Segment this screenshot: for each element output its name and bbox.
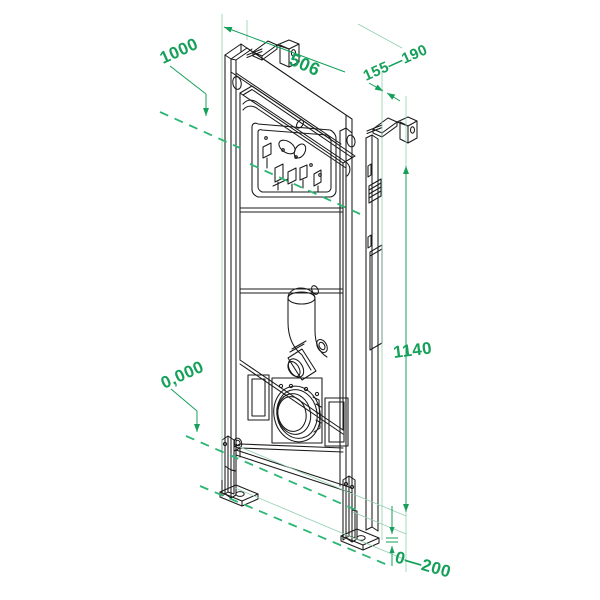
drawing-body bbox=[219, 39, 418, 551]
dimension-label-1140: 1140 bbox=[392, 338, 433, 362]
dimension-label-1000: 1000 bbox=[157, 34, 201, 68]
dimension-label-0-000: 0,000 bbox=[158, 357, 207, 393]
top-wall-bracket-right bbox=[366, 116, 418, 144]
frame-outer-structure bbox=[224, 43, 383, 532]
dimension-1000 bbox=[169, 65, 209, 116]
dimension-506 bbox=[223, 26, 346, 73]
lower-frame-panel bbox=[233, 359, 349, 453]
wc-outlet-connector bbox=[273, 385, 322, 443]
flush-pipe bbox=[287, 285, 328, 381]
datum-line bbox=[159, 111, 391, 567]
dimension-layer bbox=[159, 14, 409, 572]
dimension-155-190 bbox=[368, 82, 401, 102]
inspection-opening bbox=[251, 122, 337, 198]
dimension-labels: 1000 506 155—190 1140 0,000 0—200 bbox=[157, 34, 453, 582]
dimension-label-155-190: 155—190 bbox=[361, 41, 431, 84]
adjustable-foot-right bbox=[340, 475, 380, 551]
dimension-label-0-200: 0—200 bbox=[393, 548, 453, 582]
dimension-0-200 bbox=[386, 506, 398, 566]
dimension-0-000 bbox=[170, 388, 200, 432]
bottom-cross-rail bbox=[235, 449, 353, 516]
dimension-label-506: 506 bbox=[286, 49, 323, 80]
